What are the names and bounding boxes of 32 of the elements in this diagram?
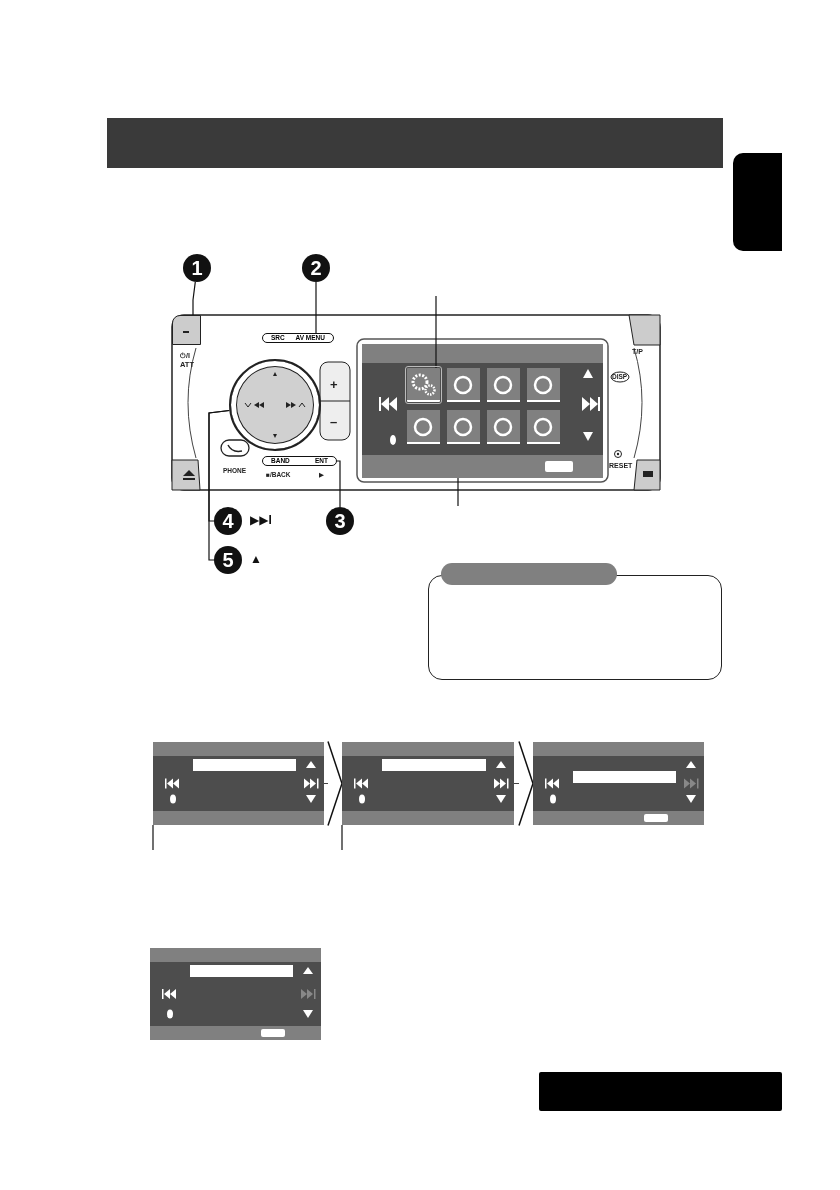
- leader-line: [435, 295, 437, 369]
- menu-screen: [153, 742, 324, 825]
- leader-line: [457, 477, 459, 507]
- callout-text: 4: [222, 511, 234, 531]
- callout-text: 3: [334, 511, 346, 531]
- leader-line: [192, 281, 196, 316]
- callout-text: 1: [191, 258, 203, 278]
- leader-line: [336, 460, 341, 508]
- power-button: [172, 315, 201, 345]
- status-bar: [362, 455, 603, 478]
- menu-screen: [342, 742, 514, 825]
- button-label-strip: [262, 456, 337, 466]
- menu-screen: [150, 948, 321, 1040]
- menu-screen: [533, 742, 704, 825]
- callout-text: 5: [222, 550, 234, 570]
- leader-line: [341, 824, 343, 851]
- callout-number: [183, 254, 211, 282]
- callout-text: 2: [310, 258, 322, 278]
- button-label-strip: [262, 333, 334, 343]
- button-label: +: [330, 378, 338, 391]
- page-label-box: [539, 1072, 782, 1111]
- leader-line: [315, 281, 317, 334]
- button-symbol: ▲: [250, 552, 262, 566]
- button-label: –: [330, 415, 338, 428]
- button-symbol: ▶▶I: [250, 513, 272, 527]
- callout-number: [302, 254, 330, 282]
- language-tab: [733, 153, 782, 251]
- callout-number: [326, 507, 354, 535]
- leader-line: [152, 824, 154, 851]
- settings-icon: [407, 368, 440, 402]
- leader-line: [208, 409, 230, 561]
- header-band: [107, 118, 723, 168]
